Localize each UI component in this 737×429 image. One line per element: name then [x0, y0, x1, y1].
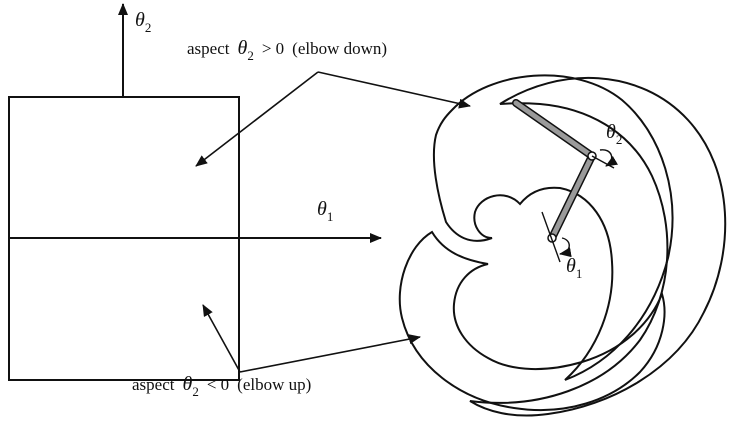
lower-crescent-region	[398, 230, 666, 412]
leader-lines	[195, 71, 471, 373]
aspect-negative-label: aspect θ2 < 0 (elbow up)	[132, 373, 311, 400]
joint-theta1-label: θ1	[566, 255, 582, 281]
cartesian-workspace	[398, 74, 727, 417]
theta1-rotation-arrow	[559, 237, 572, 258]
joint-theta2-label: θ2	[606, 121, 622, 147]
region-theta2-positive	[8, 96, 240, 239]
axis-theta2-label: θ2	[135, 9, 151, 35]
outer-crescent-region	[469, 76, 727, 417]
robot-arm	[512, 99, 619, 263]
region-theta2-negative	[8, 237, 240, 381]
upper-lobe-region	[432, 74, 674, 381]
theta2-rotation-arrow	[599, 149, 619, 167]
axis-theta1-label: θ1	[317, 198, 333, 224]
aspect-positive-label: aspect θ2 > 0 (elbow down)	[187, 37, 387, 64]
joint-space	[8, 3, 382, 381]
